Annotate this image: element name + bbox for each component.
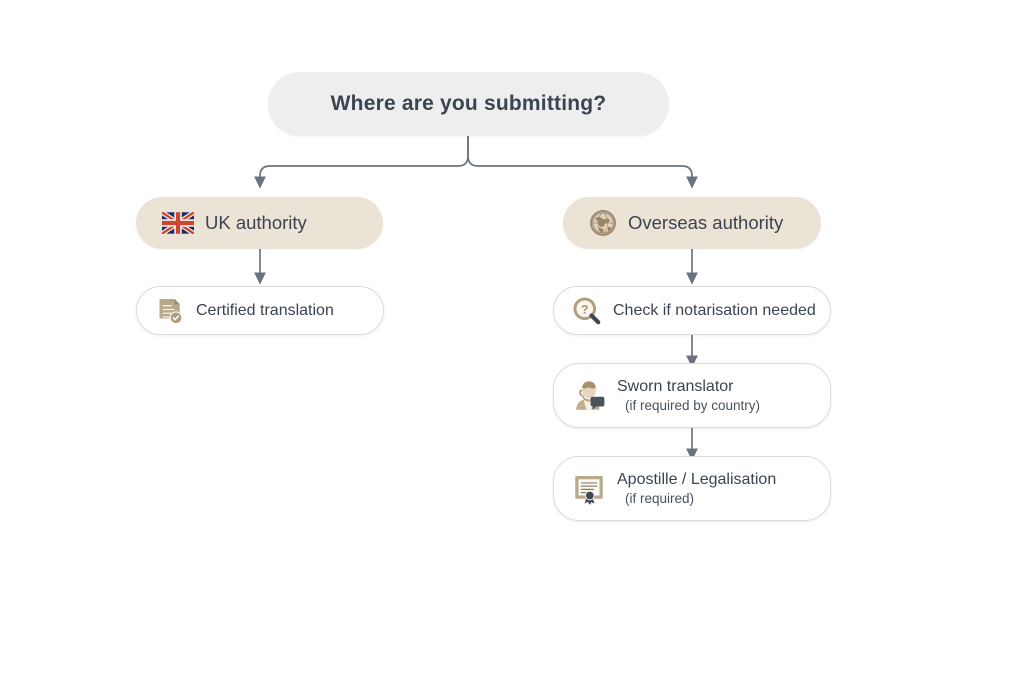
node-apostille[interactable]: Apostille / Legalisation (if required) <box>553 456 831 521</box>
connector-root-to-overseas <box>467 136 698 189</box>
magnifier-question-icon: ? <box>573 297 601 324</box>
connector-root-split <box>254 136 469 189</box>
node-apostille-text: Apostille / Legalisation (if required) <box>617 470 776 508</box>
node-uk-authority-label: UK authority <box>205 212 307 233</box>
svg-text:?: ? <box>581 302 588 316</box>
node-apostille-sub: (if required) <box>625 490 695 506</box>
node-overseas-authority-label: Overseas authority <box>628 212 784 233</box>
node-certified-translation[interactable]: Certified translation <box>136 286 384 335</box>
node-apostille-label: Apostille / Legalisation <box>617 470 777 488</box>
node-root-question[interactable]: Where are you submitting? <box>268 72 669 136</box>
translator-person-icon <box>576 380 605 410</box>
node-overseas-authority[interactable]: Overseas authority <box>563 197 821 249</box>
node-uk-authority[interactable]: UK authority <box>136 197 383 249</box>
node-check-notarisation[interactable]: ? Check if notarisation needed <box>553 286 831 335</box>
node-sworn-translator-label: Sworn translator <box>617 377 734 395</box>
globe-icon <box>590 210 616 236</box>
node-certified-translation-label: Certified translation <box>196 301 334 319</box>
node-sworn-translator-text: Sworn translator (if required by country… <box>617 377 760 415</box>
uk-flag-icon <box>162 212 194 234</box>
node-check-notarisation-label: Check if notarisation needed <box>613 301 816 319</box>
certificate-seal-icon <box>575 475 603 505</box>
certified-document-icon <box>159 298 183 324</box>
node-root-label: Where are you submitting? <box>330 92 607 115</box>
node-sworn-translator-sub: (if required by country) <box>625 397 761 413</box>
node-sworn-translator[interactable]: Sworn translator (if required by country… <box>553 363 831 428</box>
